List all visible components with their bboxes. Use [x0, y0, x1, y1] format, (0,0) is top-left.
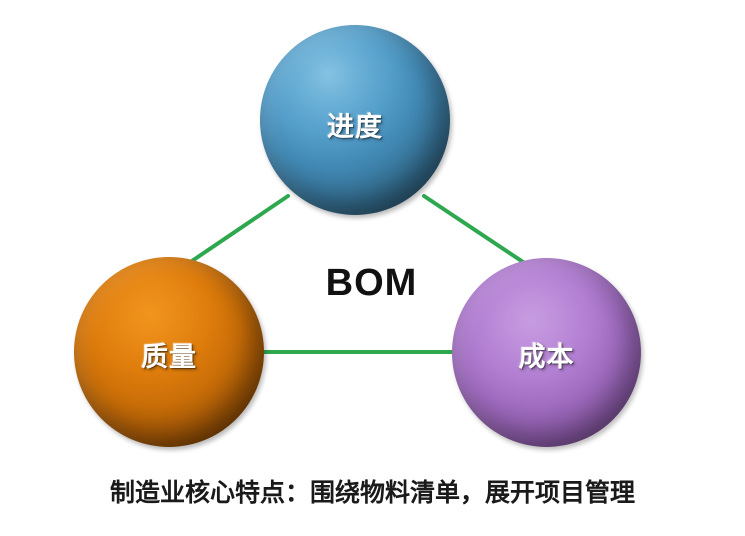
node-progress[interactable]: 进度: [260, 25, 450, 215]
caption-text: 制造业核心特点：围绕物料清单，展开项目管理: [109, 479, 635, 507]
connector-quality-progress: [184, 194, 290, 267]
node-cost[interactable]: 成本: [452, 258, 641, 447]
node-progress-label: 进度: [327, 111, 383, 142]
caption: 制造业核心特点：围绕物料清单，展开项目管理: [0, 473, 745, 509]
node-cost-label: 成本: [518, 342, 575, 372]
node-quality-label: 质量: [141, 341, 197, 372]
center-label: BOM: [0, 262, 745, 305]
connector-progress-cost: [422, 194, 531, 268]
center-label-text: BOM: [325, 262, 418, 304]
node-quality[interactable]: 质量: [74, 257, 264, 447]
